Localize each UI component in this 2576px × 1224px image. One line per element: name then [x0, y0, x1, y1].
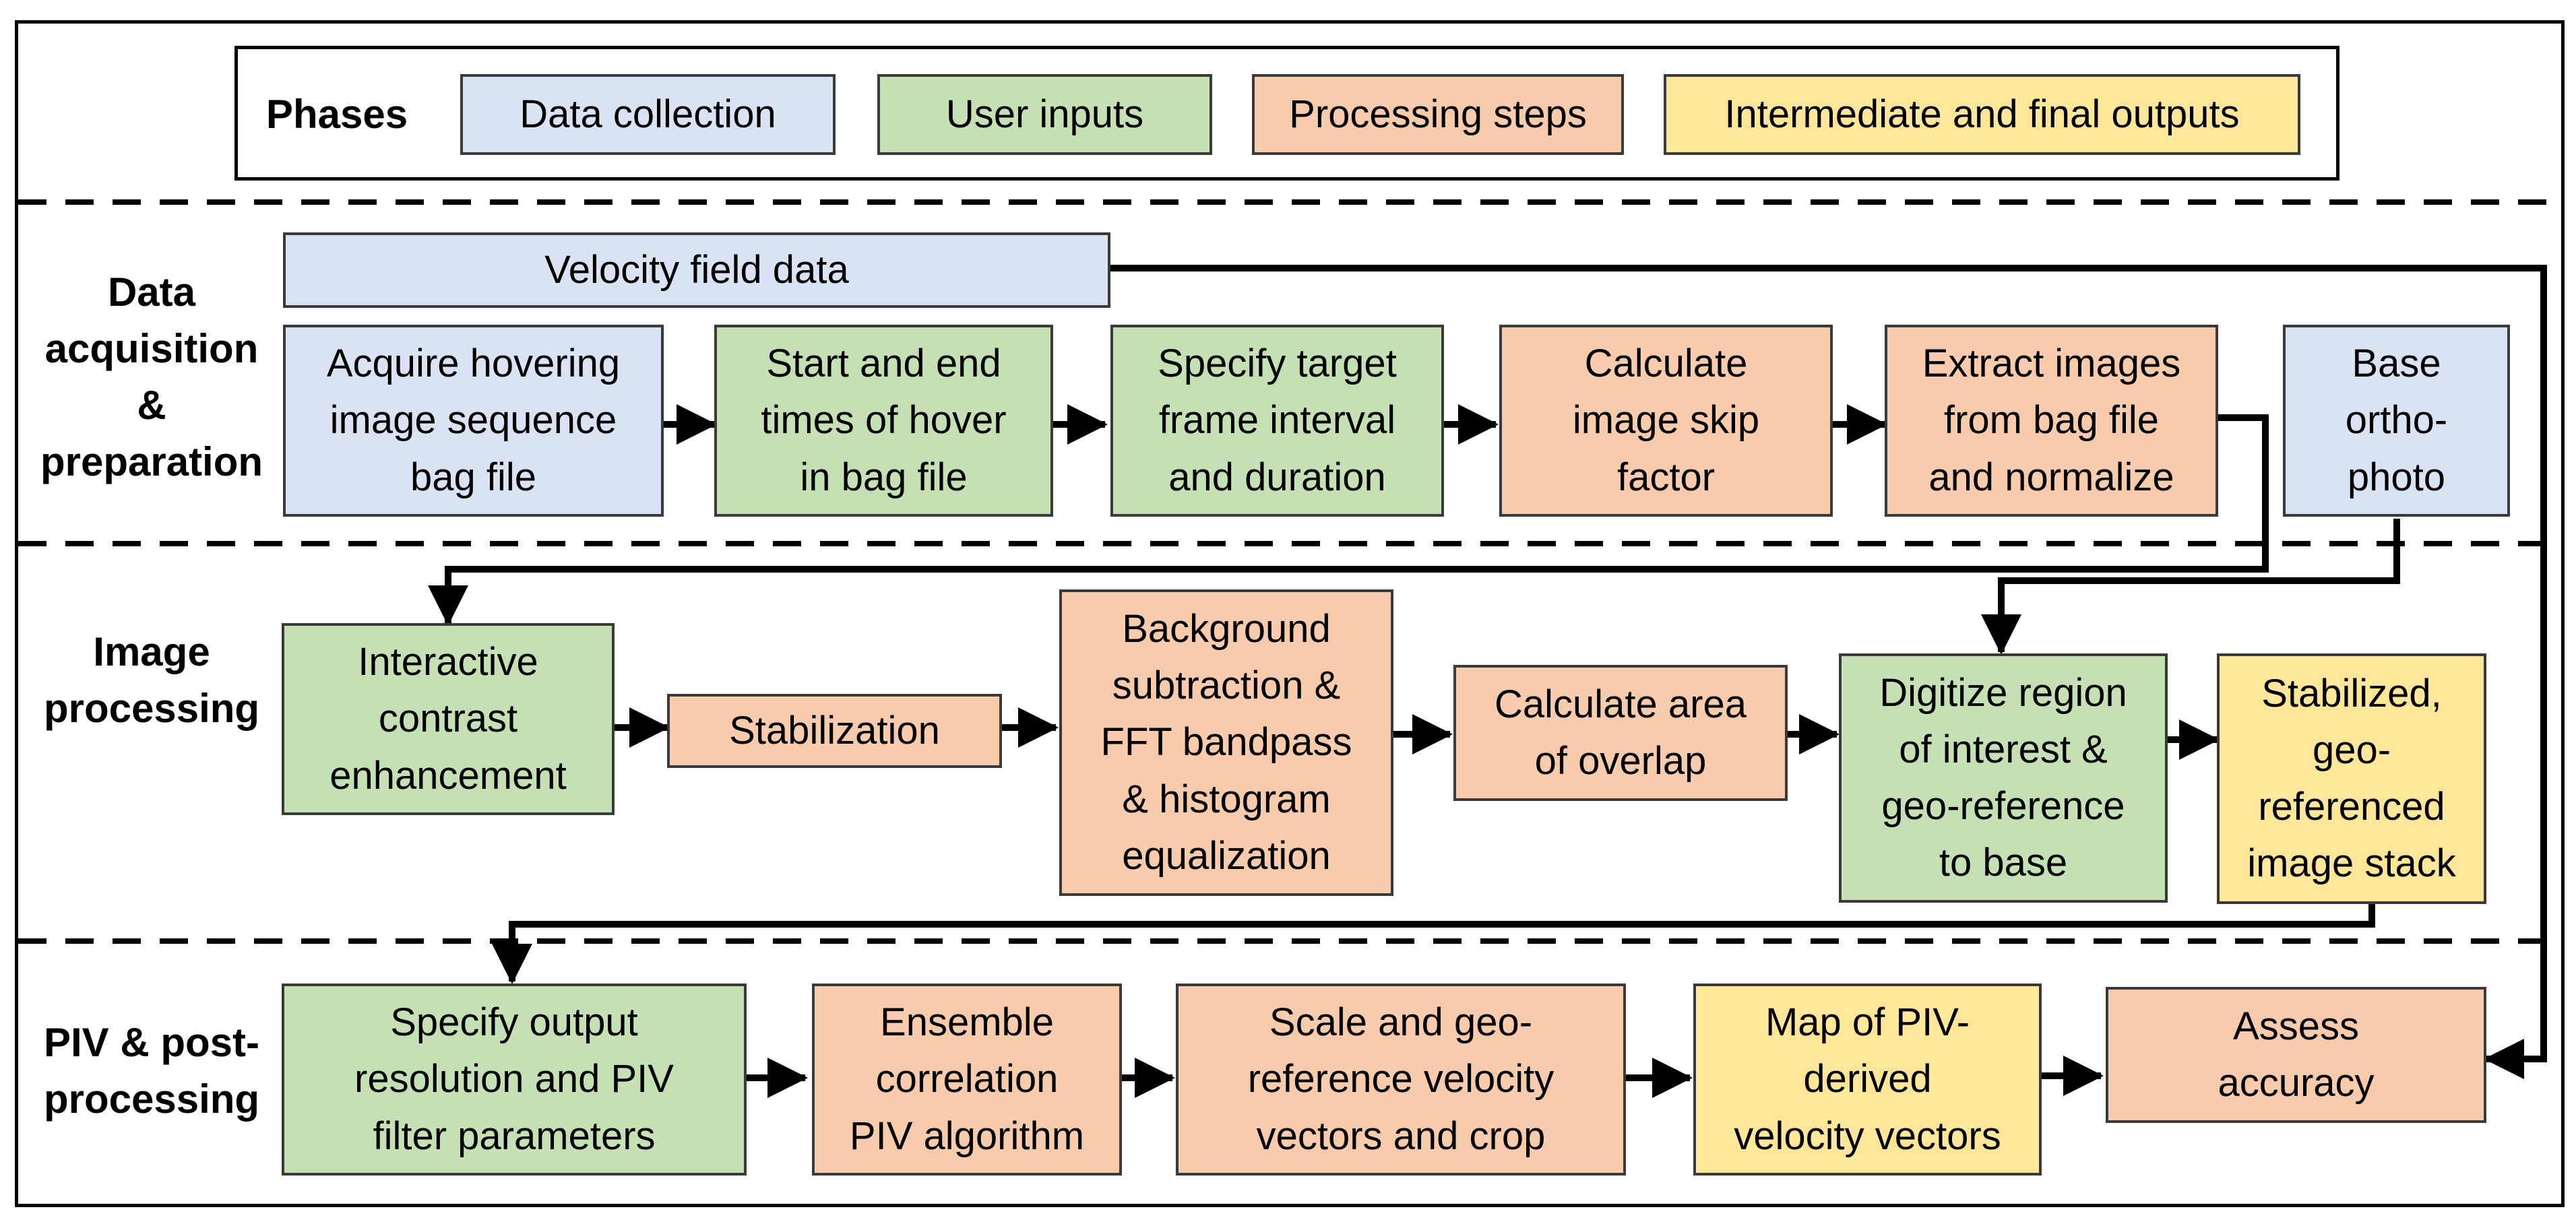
box-calculate-skip: Calculate image skip factor [1499, 325, 1833, 517]
box-stabilized-stack: Stabilized, geo- referenced image stack [2217, 653, 2486, 904]
legend-data-collection: Data collection [460, 74, 836, 155]
box-specify-target: Specify target frame interval and durati… [1110, 325, 1444, 517]
phases-legend [234, 46, 2339, 181]
legend-title: Phases [265, 92, 408, 137]
box-map-piv: Map of PIV- derived velocity vectors [1693, 984, 2042, 1175]
box-extract-images: Extract images from bag file and normali… [1885, 325, 2218, 517]
phase-label-image-processing: Image processing [43, 629, 260, 731]
box-specify-output: Specify output resolution and PIV filter… [282, 984, 747, 1175]
box-scale-georeference: Scale and geo- reference velocity vector… [1176, 984, 1626, 1175]
legend-processing-steps: Processing steps [1252, 74, 1624, 155]
phase-label-piv: PIV & post- processing [43, 1020, 260, 1122]
legend-outputs: Intermediate and final outputs [1664, 74, 2300, 155]
phase-label-data-acquisition: Data acquisition & preparation [40, 269, 263, 484]
box-interactive-contrast: Interactive contrast enhancement [282, 623, 615, 815]
diagram-frame [15, 20, 2565, 1207]
box-acquire-hovering: Acquire hovering image sequence bag file [283, 325, 664, 517]
box-stabilization: Stabilization [667, 694, 1002, 768]
arrow-velocity-to-assess [1110, 265, 2547, 1079]
box-ensemble-correlation: Ensemble correlation PIV algorithm [812, 984, 1122, 1175]
arrow-stack-to-specify-output [492, 904, 2375, 984]
legend-user-inputs: User inputs [877, 74, 1212, 155]
box-digitize-roi: Digitize region of interest & geo-refere… [1839, 653, 2168, 903]
box-velocity-field-data: Velocity field data [283, 232, 1110, 308]
box-base-orthophoto: Base ortho- photo [2283, 325, 2510, 517]
arrow-ortho-to-digitize [1981, 519, 2400, 655]
arrow-extract-to-contrast [428, 414, 2269, 626]
box-assess-accuracy: Assess accuracy [2106, 987, 2486, 1123]
box-start-end-times: Start and end times of hover in bag file [714, 325, 1053, 517]
box-background-subtraction: Background subtraction & FFT bandpass & … [1059, 589, 1393, 896]
box-calculate-overlap: Calculate area of overlap [1453, 665, 1788, 801]
